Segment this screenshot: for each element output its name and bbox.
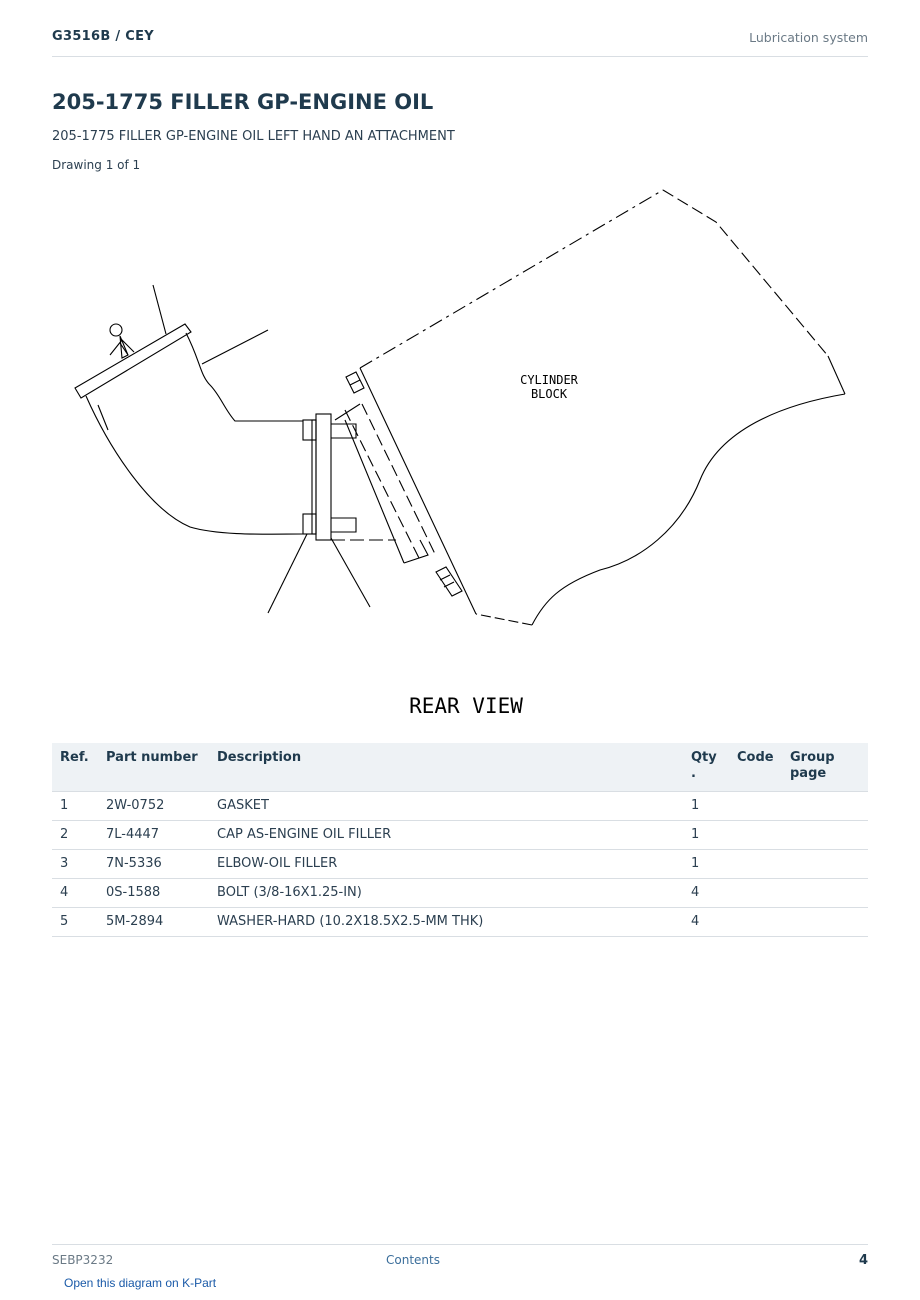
parts-diagram: CYLINDER BLOCK REAR VIEW (74, 189, 846, 718)
leader-lines (152, 284, 371, 614)
cell-part-number: 2W-0752 (98, 791, 209, 821)
drawing-count: Drawing 1 of 1 (52, 158, 141, 172)
cell-group-page (782, 849, 868, 879)
open-kpart-link[interactable]: Open this diagram on K-Part (64, 1276, 217, 1290)
view-label: REAR VIEW (409, 694, 523, 718)
cell-ref: 4 (52, 878, 98, 908)
cell-code (729, 907, 782, 937)
cell-ref: 1 (52, 791, 98, 821)
cell-part-number: 7N-5336 (98, 849, 209, 879)
document-id: SEBP3232 (52, 1253, 114, 1267)
col-header-part-number: Part number (98, 743, 209, 792)
block-label-line2: BLOCK (531, 387, 568, 401)
table-row: 3 7N-5336 ELBOW-OIL FILLER 1 (52, 849, 868, 879)
page-number: 4 (858, 1253, 868, 1268)
cell-description: WASHER-HARD (10.2X18.5X2.5-MM THK) (209, 907, 683, 937)
group-header-line2: page (790, 766, 827, 781)
cell-part-number: 7L-4447 (98, 820, 209, 850)
cell-part-number: 5M-2894 (98, 907, 209, 937)
group-header-line1: Group (790, 750, 835, 765)
cell-qty: 4 (683, 907, 729, 937)
page-header: G3516B / CEY Lubrication system (52, 28, 868, 57)
cell-ref: 5 (52, 907, 98, 937)
cell-group-page (782, 907, 868, 937)
qty-header-line1: Qty (691, 750, 717, 765)
contents-link[interactable]: Contents (386, 1253, 440, 1267)
parts-table: Ref. Part number Description Qty. Code G… (52, 743, 868, 937)
oil-filler-elbow (74, 323, 304, 535)
cylinder-block (334, 189, 846, 626)
table-row: 5 5M-2894 WASHER-HARD (10.2X18.5X2.5-MM … (52, 907, 868, 937)
table-row: 2 7L-4447 CAP AS-ENGINE OIL FILLER 1 (52, 820, 868, 850)
table-row: 4 0S-1588 BOLT (3/8-16X1.25-IN) 4 (52, 878, 868, 908)
cell-ref: 2 (52, 820, 98, 850)
cell-description: GASKET (209, 791, 683, 821)
page-footer: SEBP3232 Contents 4 (52, 1244, 868, 1275)
col-header-qty: Qty. (683, 743, 729, 792)
cell-part-number: 0S-1588 (98, 878, 209, 908)
section-name: Lubrication system (749, 30, 868, 45)
block-label-line1: CYLINDER (520, 373, 579, 387)
qty-header-line2: . (691, 766, 696, 781)
cell-description: BOLT (3/8-16X1.25-IN) (209, 878, 683, 908)
cell-description: CAP AS-ENGINE OIL FILLER (209, 820, 683, 850)
cell-qty: 1 (683, 849, 729, 879)
cell-code (729, 791, 782, 821)
table-row: 1 2W-0752 GASKET 1 (52, 791, 868, 821)
cell-code (729, 820, 782, 850)
cell-group-page (782, 791, 868, 821)
cell-code (729, 849, 782, 879)
cell-qty: 4 (683, 878, 729, 908)
table-header-row: Ref. Part number Description Qty. Code G… (52, 743, 868, 792)
cell-description: ELBOW-OIL FILLER (209, 849, 683, 879)
col-header-ref: Ref. (52, 743, 98, 792)
flange-and-bolts (302, 413, 396, 541)
page-subtitle: 205-1775 FILLER GP-ENGINE OIL LEFT HAND … (52, 129, 455, 144)
cell-ref: 3 (52, 849, 98, 879)
page-title: 205-1775 FILLER GP-ENGINE OIL (52, 90, 434, 114)
model-title: G3516B / CEY (52, 29, 154, 44)
cell-code (729, 878, 782, 908)
cell-qty: 1 (683, 791, 729, 821)
cell-qty: 1 (683, 820, 729, 850)
col-header-code: Code (729, 743, 782, 792)
cell-group-page (782, 820, 868, 850)
col-header-description: Description (209, 743, 683, 792)
cell-group-page (782, 878, 868, 908)
